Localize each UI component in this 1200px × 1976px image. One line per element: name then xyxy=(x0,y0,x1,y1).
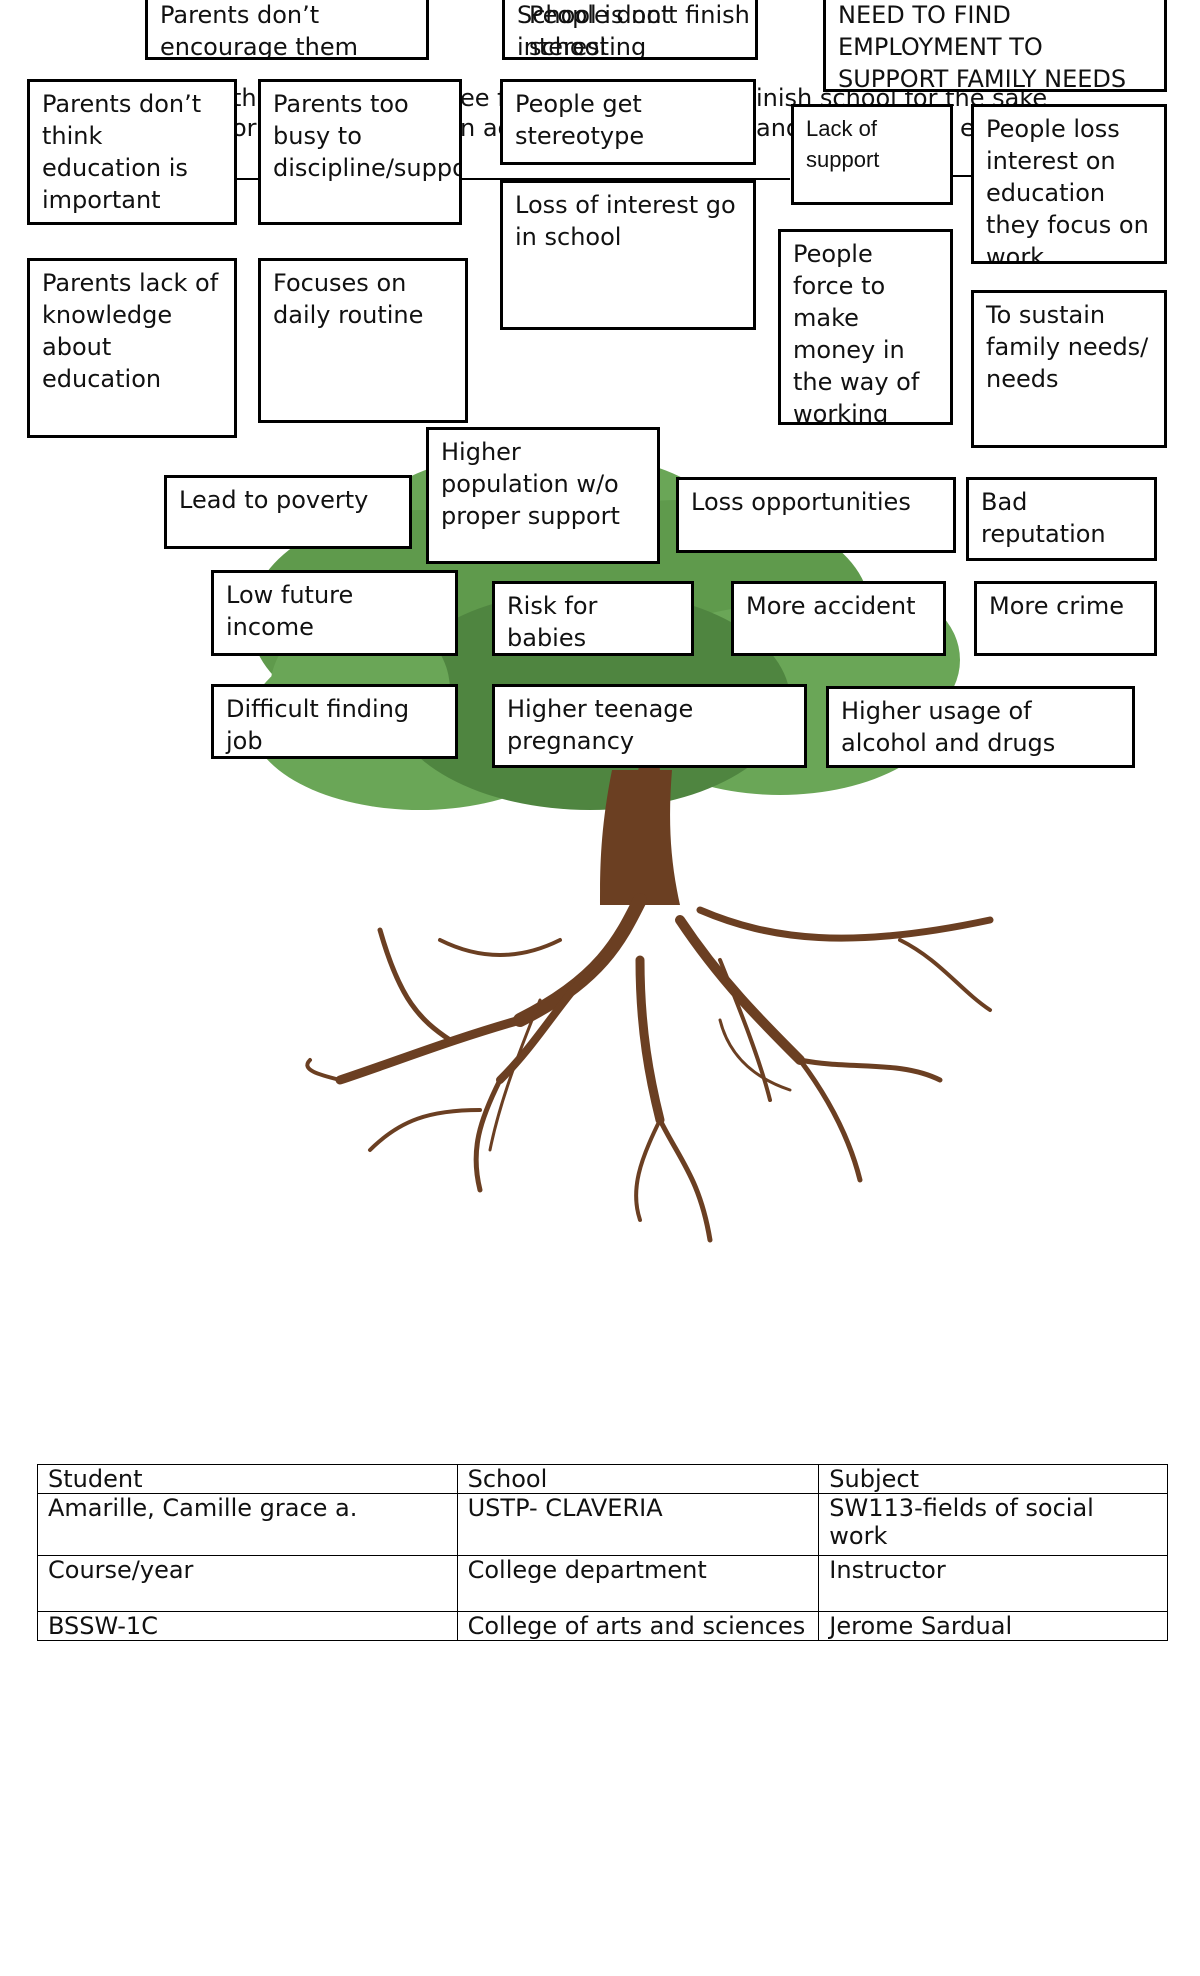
connector-line xyxy=(460,178,790,180)
cause-box-loss-of-interest-school: Loss of interest go in school xyxy=(500,180,756,330)
box-label: Lead to poverty xyxy=(179,486,369,514)
table-row: BSSW-1C College of arts and sciences Jer… xyxy=(37,1611,1168,1641)
instructor-value: Jerome Sardual xyxy=(818,1611,1168,1641)
box-label: Difficult finding job xyxy=(226,695,410,755)
box-label: People loss interest on education they f… xyxy=(986,115,1149,264)
box-label: Bad reputation xyxy=(981,488,1106,548)
box-label-overlap: People don't finish school xyxy=(529,1,750,60)
box-label: Loss of interest go in school xyxy=(515,191,736,251)
effect-box-more-accident: More accident xyxy=(731,581,946,656)
box-label: NEED TO FIND EMPLOYMENT TO SUPPORT FAMIL… xyxy=(838,1,1127,92)
box-label: Parents too busy to discipline/support xyxy=(273,90,459,182)
box-label: Loss opportunities xyxy=(691,488,911,516)
cause-box-parents-dont-encourage: Parents don’t encourage them xyxy=(145,0,429,60)
cause-box-sustain-family: To sustain family needs/ needs xyxy=(971,290,1167,448)
table-row: Student School Subject xyxy=(37,1464,1168,1494)
cause-box-people-force-money: People force to make money in the way of… xyxy=(778,229,953,425)
box-label: Parents lack of knowledge about educatio… xyxy=(42,269,219,393)
box-label: Higher usage of alcohol and drugs xyxy=(841,697,1056,757)
department-label: College department xyxy=(456,1555,820,1612)
box-label: Risk for babies xyxy=(507,592,598,652)
box-label: To sustain family needs/ needs xyxy=(986,301,1149,393)
cause-box-parents-too-busy: Parents too busy to discipline/support xyxy=(258,79,462,225)
course-value: BSSW-1C xyxy=(37,1611,458,1641)
box-label: Focuses on daily routine xyxy=(273,269,424,329)
cause-box-parents-lack-knowledge: Parents lack of knowledge about educatio… xyxy=(27,258,237,438)
cause-box-people-loss-interest: People loss interest on education they f… xyxy=(971,104,1167,264)
box-label: People force to make money in the way of… xyxy=(793,240,920,425)
effect-box-bad-reputation: Bad reputation xyxy=(966,477,1157,561)
connector-line xyxy=(950,175,975,177)
instructor-label: Instructor xyxy=(818,1555,1168,1612)
effect-box-risk-for-babies: Risk for babies xyxy=(492,581,694,656)
effect-box-higher-population: Higher population w/o proper support xyxy=(426,427,660,564)
effect-box-difficult-finding-job: Difficult finding job xyxy=(211,684,458,759)
connector-line xyxy=(236,178,260,180)
cause-box-need-employment: NEED TO FIND EMPLOYMENT TO SUPPORT FAMIL… xyxy=(823,0,1167,92)
effect-box-higher-alcohol-drugs: Higher usage of alcohol and drugs xyxy=(826,686,1135,768)
box-label: School is not interesting xyxy=(517,1,671,60)
department-value: College of arts and sciences xyxy=(456,1611,820,1641)
subject-value: SW113-fields of social work xyxy=(818,1493,1168,1556)
student-label: Student xyxy=(37,1464,458,1494)
box-label: Higher teenage pregnancy xyxy=(507,695,694,755)
box-label: People get stereotype xyxy=(515,90,645,150)
tree-trunk-and-roots xyxy=(305,760,994,1243)
box-label: Low future income xyxy=(226,581,354,641)
effect-box-more-crime: More crime xyxy=(974,581,1157,656)
cause-box-people-stereotype: People get stereotype xyxy=(500,79,756,165)
box-label: Parents don’t encourage them xyxy=(160,1,359,60)
table-row: Course/year College department Instructo… xyxy=(37,1555,1168,1612)
box-label: Higher population w/o proper support xyxy=(441,438,620,530)
effect-box-higher-teenage-pregnancy: Higher teenage pregnancy xyxy=(492,684,807,768)
student-info-table: Student School Subject Amarille, Camille… xyxy=(37,1464,1168,1641)
cause-box-school-not-interesting: School is not interesting People don't f… xyxy=(502,0,758,60)
table-row: Amarille, Camille grace a. USTP- CLAVERI… xyxy=(37,1493,1168,1556)
cause-box-lack-of-support: Lack of support xyxy=(791,104,953,205)
school-value: USTP- CLAVERIA xyxy=(456,1493,820,1556)
subject-label: Subject xyxy=(818,1464,1168,1494)
box-label: More accident xyxy=(746,592,916,620)
box-label: More crime xyxy=(989,592,1124,620)
course-label: Course/year xyxy=(37,1555,458,1612)
cause-box-parents-dont-think: Parents don’t think education is importa… xyxy=(27,79,237,225)
cause-box-focuses-daily-routine: Focuses on daily routine xyxy=(258,258,468,423)
background-text-fragment: ee f xyxy=(460,84,506,112)
box-label: Lack of support xyxy=(806,116,880,172)
school-label: School xyxy=(456,1464,820,1494)
effect-box-lead-to-poverty: Lead to poverty xyxy=(164,475,412,549)
effect-box-loss-opportunities: Loss opportunities xyxy=(676,477,956,553)
student-value: Amarille, Camille grace a. xyxy=(37,1493,458,1556)
box-label: Parents don’t think education is importa… xyxy=(42,90,202,214)
effect-box-low-future-income: Low future income xyxy=(211,570,458,656)
